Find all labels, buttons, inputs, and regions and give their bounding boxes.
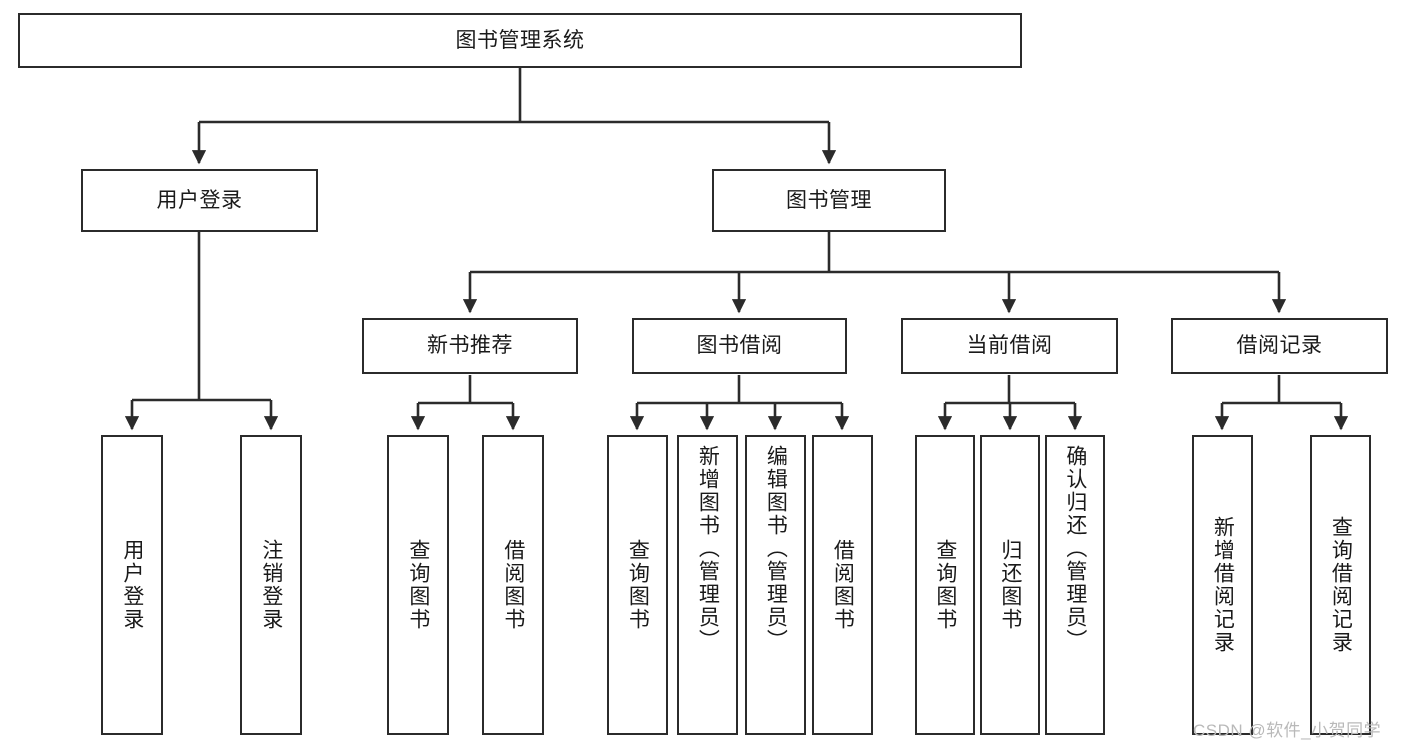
node-leaf-user-logout[interactable]: 注销登录 bbox=[240, 435, 302, 735]
node-leaf-add-record-label: 新增借阅记录 bbox=[1211, 516, 1235, 654]
node-book-manage-label: 图书管理 bbox=[786, 188, 872, 212]
node-leaf-add-record[interactable]: 新增借阅记录 bbox=[1192, 435, 1253, 735]
node-leaf-confirm-return[interactable]: 确认归还（管理员） bbox=[1045, 435, 1105, 735]
node-leaf-query-book-1-label: 查询图书 bbox=[406, 539, 430, 631]
node-leaf-query-book-2[interactable]: 查询图书 bbox=[607, 435, 668, 735]
node-leaf-confirm-return-label: 确认归还（管理员） bbox=[1063, 445, 1087, 652]
node-leaf-return-book[interactable]: 归还图书 bbox=[980, 435, 1040, 735]
node-current-borrow[interactable]: 当前借阅 bbox=[901, 318, 1118, 374]
node-book-manage[interactable]: 图书管理 bbox=[712, 169, 946, 232]
node-leaf-query-record[interactable]: 查询借阅记录 bbox=[1310, 435, 1371, 735]
node-current-borrow-label: 当前借阅 bbox=[966, 334, 1053, 358]
node-leaf-query-book-2-label: 查询图书 bbox=[626, 539, 650, 631]
node-root-label: 图书管理系统 bbox=[455, 28, 585, 52]
node-leaf-add-book[interactable]: 新增图书（管理员） bbox=[677, 435, 738, 735]
node-leaf-edit-book-label: 编辑图书（管理员） bbox=[764, 445, 788, 652]
node-leaf-query-book-3[interactable]: 查询图书 bbox=[915, 435, 975, 735]
node-user-login[interactable]: 用户登录 bbox=[81, 169, 318, 232]
node-root[interactable]: 图书管理系统 bbox=[18, 13, 1022, 68]
node-leaf-return-book-label: 归还图书 bbox=[998, 539, 1022, 631]
node-leaf-borrow-book-1-label: 借阅图书 bbox=[501, 539, 525, 631]
node-leaf-borrow-book-2[interactable]: 借阅图书 bbox=[812, 435, 873, 735]
node-leaf-edit-book[interactable]: 编辑图书（管理员） bbox=[745, 435, 806, 735]
node-borrow-record[interactable]: 借阅记录 bbox=[1171, 318, 1388, 374]
node-user-login-label: 用户登录 bbox=[156, 188, 243, 212]
node-borrow-record-label: 借阅记录 bbox=[1236, 334, 1323, 358]
node-leaf-query-record-label: 查询借阅记录 bbox=[1329, 516, 1353, 654]
node-leaf-user-logout-label: 注销登录 bbox=[259, 539, 283, 631]
node-leaf-user-login[interactable]: 用户登录 bbox=[101, 435, 163, 735]
node-leaf-user-login-label: 用户登录 bbox=[120, 539, 144, 631]
node-book-borrow[interactable]: 图书借阅 bbox=[632, 318, 847, 374]
node-leaf-query-book-1[interactable]: 查询图书 bbox=[387, 435, 449, 735]
node-book-borrow-label: 图书借阅 bbox=[696, 334, 783, 358]
node-leaf-query-book-3-label: 查询图书 bbox=[933, 539, 957, 631]
node-new-book-rec-label: 新书推荐 bbox=[427, 334, 513, 358]
node-leaf-add-book-label: 新增图书（管理员） bbox=[696, 445, 720, 652]
node-new-book-rec[interactable]: 新书推荐 bbox=[362, 318, 578, 374]
node-leaf-borrow-book-1[interactable]: 借阅图书 bbox=[482, 435, 544, 735]
node-leaf-borrow-book-2-label: 借阅图书 bbox=[831, 539, 855, 631]
